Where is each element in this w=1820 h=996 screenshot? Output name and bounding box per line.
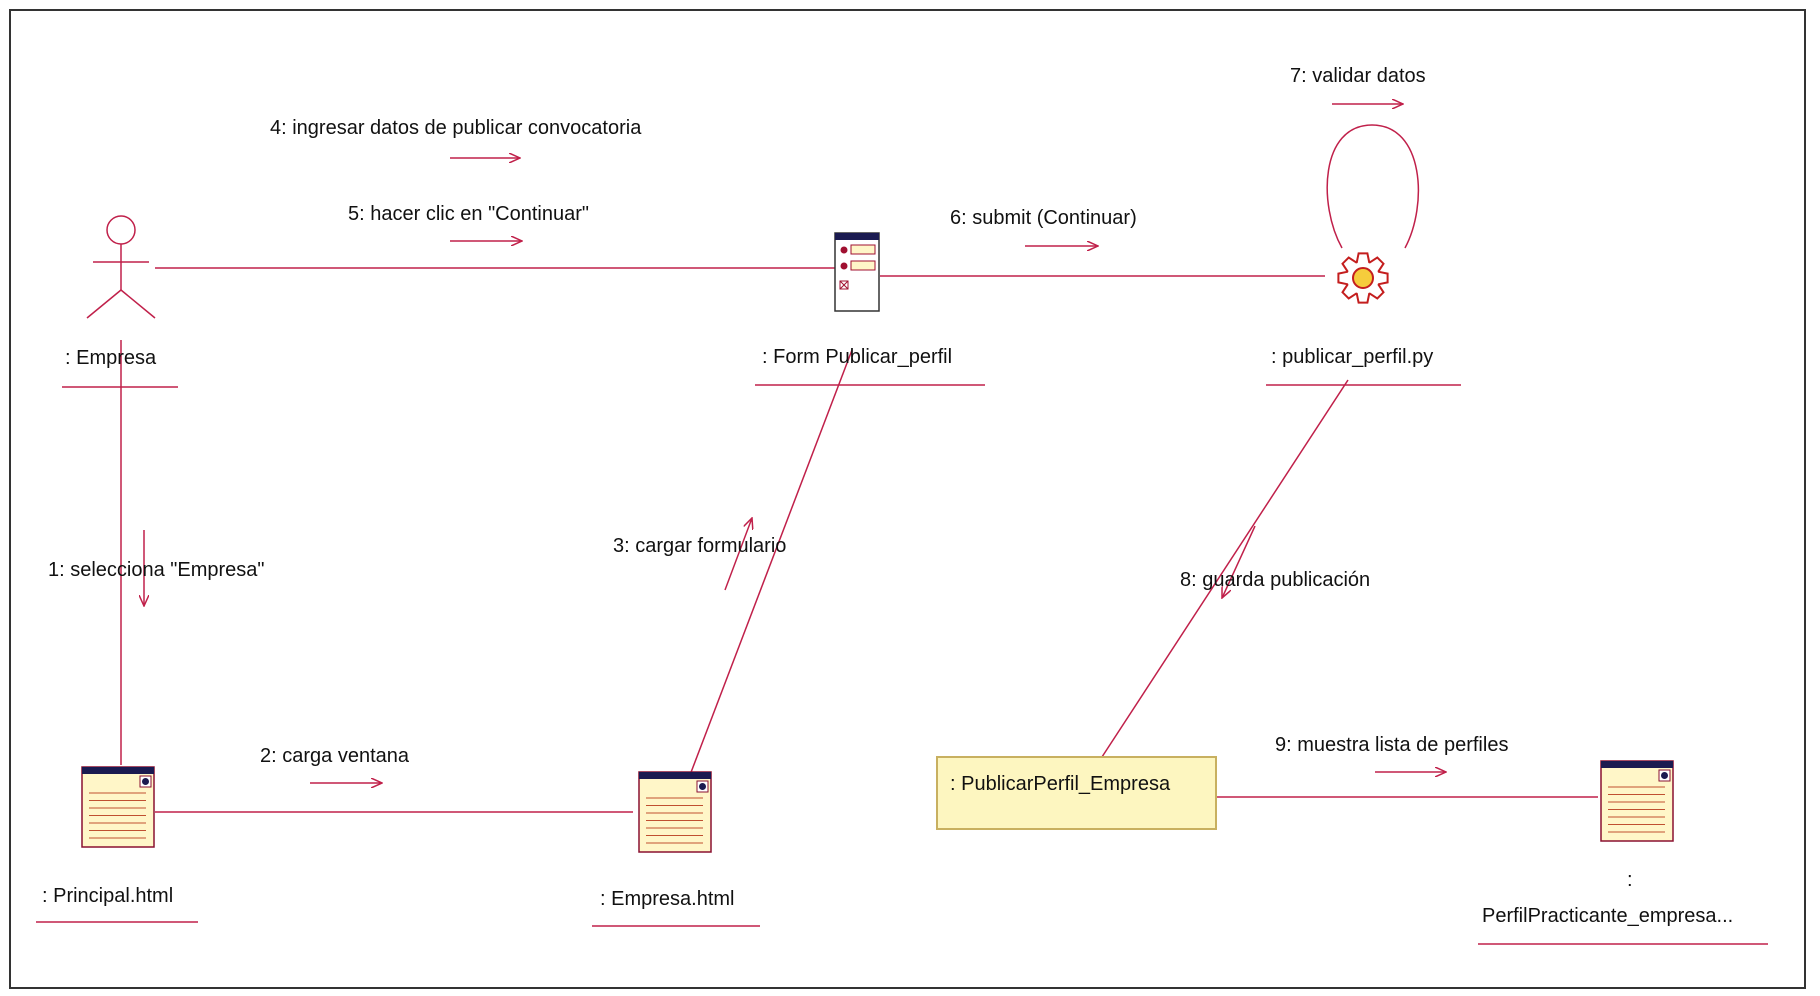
label-m2: 2: carga ventana bbox=[260, 745, 410, 767]
object-form-name: : Form Publicar_perfil bbox=[762, 346, 952, 368]
object-script-name: : publicar_perfil.py bbox=[1271, 346, 1433, 368]
object-perfil-name: PerfilPracticante_empresa... bbox=[1482, 905, 1733, 927]
gear-icon bbox=[1337, 252, 1389, 304]
label-m1: 1: selecciona "Empresa" bbox=[48, 559, 265, 581]
page-icon-principal bbox=[81, 766, 155, 848]
association-links bbox=[120, 124, 1598, 813]
object-perfil-colon: : bbox=[1627, 869, 1633, 891]
link-script-entity bbox=[1099, 379, 1349, 761]
label-m5: 5: hacer clic en "Continuar" bbox=[348, 203, 589, 225]
label-m4: 4: ingresar datos de publicar convocator… bbox=[270, 117, 642, 139]
object-empresa-name: : Empresa.html bbox=[600, 888, 734, 910]
page-icon-perfil bbox=[1600, 760, 1674, 842]
arrow-m8 bbox=[1222, 525, 1256, 598]
form-icon bbox=[834, 232, 880, 312]
page-icon-empresa bbox=[638, 771, 712, 853]
entity-box bbox=[936, 756, 1217, 830]
actor-icon bbox=[86, 215, 156, 319]
object-actor-name: : Empresa bbox=[65, 347, 157, 369]
label-m8: 8: guarda publicación bbox=[1180, 569, 1370, 591]
arrow-m3 bbox=[724, 518, 752, 591]
label-m7: 7: validar datos bbox=[1290, 65, 1426, 87]
self-loop-script bbox=[1326, 124, 1420, 249]
message-arrows bbox=[144, 104, 1446, 783]
diagram-frame bbox=[9, 9, 1806, 989]
link-empresa-form bbox=[689, 349, 853, 776]
label-m6: 6: submit (Continuar) bbox=[950, 207, 1137, 229]
object-names: : Empresa : Form Publicar_perfil : publi… bbox=[36, 346, 1768, 945]
object-entity-name: : PublicarPerfil_Empresa bbox=[950, 773, 1171, 795]
message-labels: 1: selecciona "Empresa" 2: carga ventana… bbox=[48, 65, 1508, 767]
label-m3: 3: cargar formulario bbox=[613, 535, 786, 557]
label-m9: 9: muestra lista de perfiles bbox=[1275, 734, 1508, 756]
object-principal-name: : Principal.html bbox=[42, 885, 173, 907]
